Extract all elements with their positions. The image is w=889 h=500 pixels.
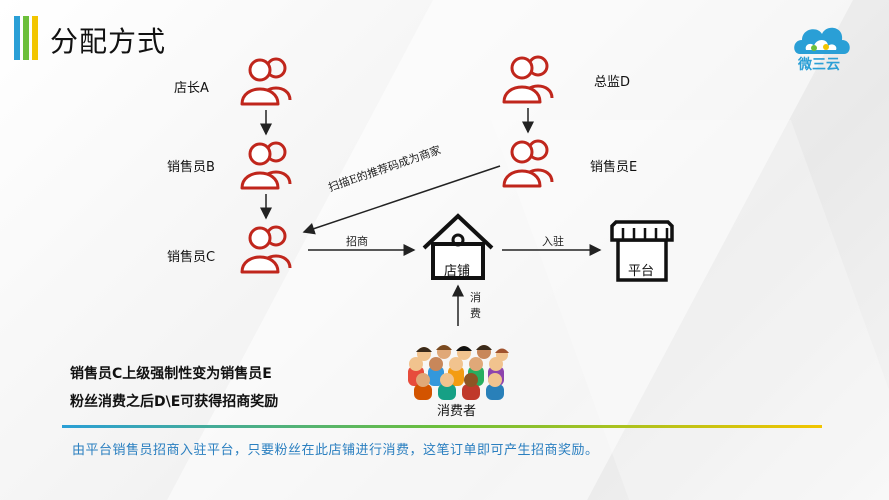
person-group-icon — [240, 57, 292, 106]
node-label-sales-c: 销售员C — [167, 250, 216, 265]
node-label-consumer: 消费者 — [437, 404, 477, 419]
edge-label-recruit: 招商 — [346, 235, 368, 248]
note-line-1: 销售员C上级强制性变为销售员E — [70, 366, 272, 382]
node-label-sales-b: 销售员B — [167, 160, 215, 175]
arrow-e-to-c — [302, 165, 501, 235]
platform-label: 平台 — [628, 264, 655, 279]
store-house-icon — [422, 213, 494, 280]
footer-divider — [62, 425, 822, 428]
page-title: 分配方式 — [50, 25, 167, 58]
person-group-icon — [240, 141, 292, 190]
title-accent-bars — [14, 16, 42, 60]
consumer-crowd-icon — [408, 345, 509, 400]
node-label-manager-a: 店长A — [174, 81, 209, 96]
footer-text: 由平台销售员招商入驻平台，只要粉丝在此店铺进行消费，这笔订单即可产生招商奖励。 — [72, 443, 599, 458]
edge-label-consume: 消费 — [470, 291, 481, 320]
person-group-icon — [502, 139, 554, 188]
cloud-logo-icon — [794, 27, 850, 54]
person-group-icon — [240, 225, 292, 274]
note-line-2: 粉丝消费之后D\E可获得招商奖励 — [70, 394, 279, 410]
platform-shop-icon — [610, 220, 674, 282]
node-label-sales-e: 销售员E — [590, 160, 638, 175]
logo-text: 微三云 — [798, 57, 840, 73]
store-label: 店铺 — [444, 264, 471, 279]
person-group-icon — [502, 55, 554, 104]
node-label-director-d: 总监D — [594, 75, 631, 90]
edge-label-join: 入驻 — [542, 235, 564, 248]
